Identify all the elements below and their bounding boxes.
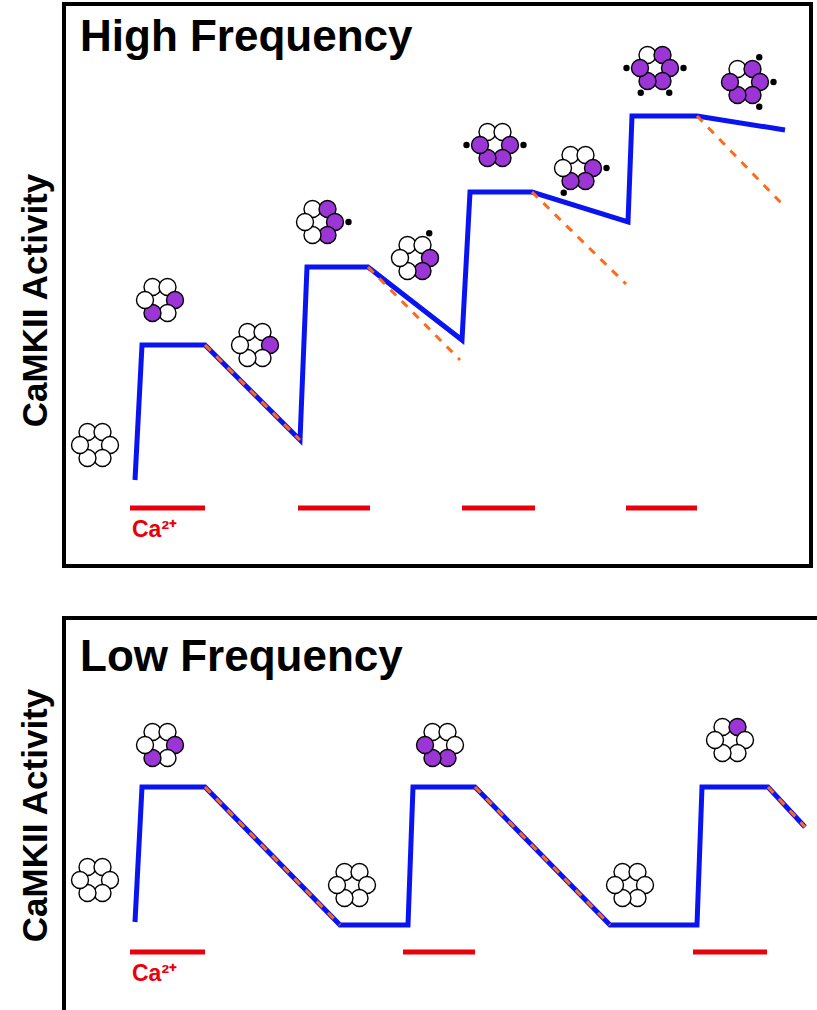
kinase-subunit bbox=[555, 160, 572, 177]
calcium-pulse bbox=[626, 506, 697, 511]
decay-line bbox=[532, 192, 626, 284]
camkii-holoenzyme bbox=[72, 424, 119, 467]
kinase-subunit bbox=[632, 60, 649, 77]
camkii-holoenzyme bbox=[297, 201, 352, 244]
camkii-holoenzyme bbox=[392, 230, 439, 279]
camkii-holoenzyme bbox=[722, 54, 777, 110]
phosphate-dot bbox=[638, 89, 644, 95]
camkii-holoenzyme bbox=[137, 724, 184, 767]
camkii-holoenzyme bbox=[607, 864, 654, 907]
axis-label: CaMKII Activity bbox=[18, 173, 53, 426]
phosphate-dot bbox=[561, 189, 567, 195]
kinase-subunit bbox=[417, 737, 434, 754]
kinase-subunit bbox=[137, 292, 154, 309]
phosphate-dot bbox=[666, 89, 672, 95]
calcium-pulse bbox=[130, 506, 205, 511]
frequency-panel: Low FrequencyCaMKII Activity bbox=[62, 616, 817, 1010]
camkii-holoenzyme bbox=[137, 279, 184, 322]
kinase-subunit bbox=[607, 877, 624, 894]
phosphate-dot bbox=[345, 219, 351, 225]
camkii-holoenzyme bbox=[417, 724, 464, 767]
phosphate-dot bbox=[463, 142, 469, 148]
camkii-holoenzyme bbox=[707, 719, 754, 762]
phosphate-dot bbox=[770, 79, 776, 85]
activity-trace bbox=[135, 116, 785, 480]
panel-title: High Frequency bbox=[80, 14, 413, 58]
phosphate-dot bbox=[520, 142, 526, 148]
axis-label: CaMKII Activity bbox=[18, 688, 53, 941]
camkii-holoenzyme bbox=[623, 47, 686, 96]
kinase-subunit bbox=[72, 437, 89, 454]
frequency-panel: High FrequencyCaMKII Activity bbox=[62, 2, 813, 568]
camkii-holoenzyme bbox=[72, 859, 119, 902]
phosphate-dot bbox=[680, 65, 686, 71]
kinase-subunit bbox=[472, 137, 489, 154]
calcium-label: Ca²⁺ bbox=[132, 518, 177, 541]
kinase-subunit bbox=[329, 877, 346, 894]
decay-line bbox=[205, 787, 340, 925]
decay-line bbox=[475, 787, 610, 925]
phosphate-dot bbox=[756, 54, 762, 60]
decay-line bbox=[697, 116, 786, 208]
kinase-subunit bbox=[232, 337, 249, 354]
phosphate-dot bbox=[623, 65, 629, 71]
kinase-subunit bbox=[72, 872, 89, 889]
decay-line bbox=[205, 345, 300, 440]
calcium-label: Ca²⁺ bbox=[132, 962, 177, 985]
activity-trace bbox=[135, 787, 805, 925]
camkii-holoenzyme bbox=[555, 147, 610, 196]
kinase-subunit bbox=[722, 74, 739, 91]
camkii-holoenzyme bbox=[329, 864, 376, 907]
kinase-subunit bbox=[137, 737, 154, 754]
calcium-pulse bbox=[130, 950, 205, 955]
phosphate-dot bbox=[426, 230, 432, 236]
kinase-subunit bbox=[392, 250, 409, 267]
calcium-pulse bbox=[403, 950, 475, 955]
panel-title: Low Frequency bbox=[80, 634, 403, 678]
decay-line bbox=[368, 267, 460, 360]
camkii-holoenzyme bbox=[232, 324, 279, 367]
phosphate-dot bbox=[603, 165, 609, 171]
calcium-pulse bbox=[298, 506, 370, 511]
camkii-holoenzyme bbox=[463, 124, 526, 167]
kinase-subunit bbox=[297, 214, 314, 231]
calcium-pulse bbox=[462, 506, 535, 511]
phosphate-dot bbox=[756, 103, 762, 109]
calcium-pulse bbox=[693, 950, 767, 955]
decay-line bbox=[768, 787, 805, 827]
kinase-subunit bbox=[707, 732, 724, 749]
